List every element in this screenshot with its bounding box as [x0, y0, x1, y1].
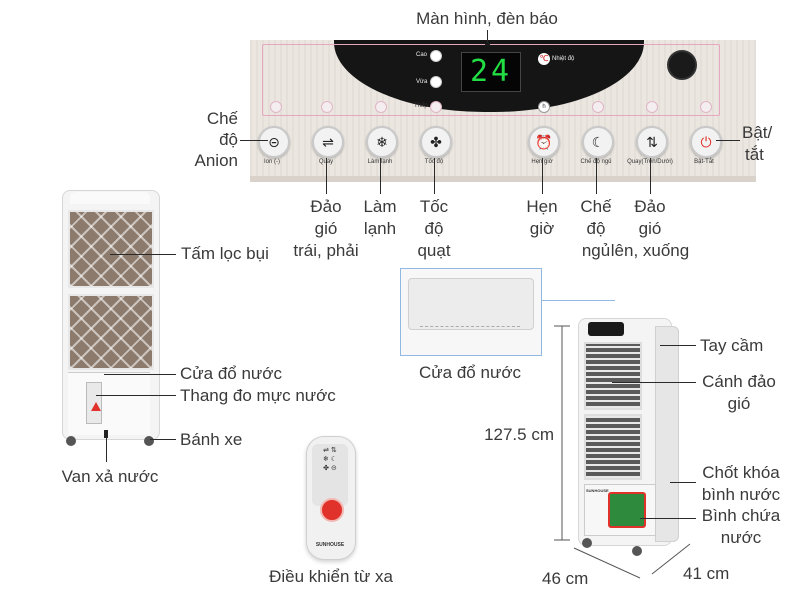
tank-rim	[420, 326, 520, 337]
dimension-lines	[554, 325, 691, 579]
tank-lock-callout-1: Chốt khóa	[702, 463, 780, 482]
swing-ud-callout-2: gió	[638, 219, 662, 238]
remote-callout: Điều khiển từ xa	[269, 567, 393, 586]
swing-lr-callout-1: Đảo	[310, 197, 342, 216]
louvers-callout-1: Cánh đảo	[702, 372, 776, 391]
angled-wheel-right	[632, 546, 642, 556]
temp-label: Nhiệt độ	[552, 56, 575, 62]
swing-ud-icon: ⇅	[646, 134, 658, 150]
fan-speed-callout-2: độ	[424, 219, 444, 238]
handle-callout: Tay cầm	[700, 336, 764, 355]
led-high-label: Cao	[416, 52, 428, 58]
front-wheel-right	[144, 436, 154, 446]
drain-valve-callout: Van xả nước	[61, 467, 159, 486]
angled-wheel-left	[582, 538, 592, 548]
fan-icon: ✤	[430, 134, 442, 150]
anion-callout-3: Anion	[194, 151, 238, 170]
snowflake-icon: ❄	[376, 134, 388, 150]
power-callout-1: Bật/	[742, 123, 773, 142]
moon-icon: ☾	[591, 134, 605, 150]
depth-dimension: 41 cm	[683, 564, 730, 583]
control-panel-band	[250, 176, 756, 182]
display-frame	[262, 44, 720, 116]
angled-cooler-panel	[588, 322, 624, 336]
anion-callout-1: Chế	[206, 109, 238, 128]
swing-lr-icon: ⇌	[322, 134, 334, 150]
front-water-tank	[68, 372, 150, 435]
sleep-callout-2: độ	[586, 219, 606, 238]
led-5	[592, 101, 604, 113]
swing-ud-callout-3: lên, xuống	[610, 241, 690, 260]
fan-speed-callout-3: quạt	[417, 241, 451, 260]
wheels-callout: Bánh xe	[180, 430, 243, 449]
fan-speed-callout-1: Tốc	[419, 197, 449, 216]
remote-button-grid	[312, 444, 348, 506]
timer-callout-2: giờ	[529, 219, 555, 238]
sleep-callout-1: Chế	[580, 197, 612, 216]
swing-lr-callout-2: gió	[314, 219, 338, 238]
timer-callout-1: Hẹn	[526, 197, 558, 216]
ion-icon: ⊝	[268, 134, 280, 150]
led-2	[321, 101, 333, 113]
swing-ud-callout-1: Đảo	[634, 197, 666, 216]
led-6	[646, 101, 658, 113]
power-callout-2: tắt	[745, 145, 764, 164]
sleep-callout-3: ngủ	[581, 241, 611, 260]
tank-lid	[408, 278, 534, 330]
led-7	[700, 101, 712, 113]
water-inlet-front-callout: Cửa đổ nước	[180, 364, 282, 383]
led-high	[430, 50, 442, 62]
led-1	[270, 101, 282, 113]
anion-callout-2: độ	[219, 130, 238, 149]
power-button-label: Bật-Tắt	[694, 159, 714, 165]
swing-lr-button[interactable]: ⇌	[312, 126, 344, 158]
led-mid-label: Vừa	[416, 79, 428, 85]
swing-ud-button[interactable]: ⇅	[636, 126, 668, 158]
led-mid	[430, 76, 442, 88]
ion-button-label: Ion (-)	[263, 159, 280, 165]
front-filter-upper	[68, 210, 154, 288]
dust-filter-callout: Tấm lọc bụi	[181, 244, 269, 263]
cooling-button[interactable]: ❄	[366, 126, 398, 158]
power-button[interactable]: ⏻	[690, 126, 722, 158]
angled-cooler-side	[655, 326, 679, 542]
lower-louvers	[584, 414, 642, 480]
ion-button[interactable]: ⊝	[258, 126, 290, 158]
thermometer-icon: ℃	[538, 53, 550, 65]
alarm-clock-icon: ⏰	[535, 134, 553, 150]
sleep-button[interactable]: ☾	[582, 126, 614, 158]
cooling-callout-2: lạnh	[363, 219, 397, 238]
front-wheel-left	[66, 436, 76, 446]
swing-lr-callout-3: trái, phải	[293, 241, 359, 260]
ir-receiver	[667, 50, 697, 80]
display-callout: Màn hình, đèn báo	[416, 9, 558, 28]
front-filter-lower	[68, 294, 154, 370]
led-low-label: Thấp	[414, 103, 428, 109]
width-dimension: 46 cm	[542, 569, 589, 588]
timer-button[interactable]: ⏰	[528, 126, 560, 158]
remote-icons: ⇌ ⇅❄ ☾✤ ⊝	[322, 447, 338, 472]
upper-louvers	[584, 342, 642, 410]
led-4	[430, 101, 442, 113]
remote-power-button[interactable]	[320, 498, 344, 522]
tank-callout-2: nước	[720, 528, 762, 547]
led-3	[375, 101, 387, 113]
warning-icon	[91, 402, 101, 411]
hour-indicator: h	[538, 101, 550, 113]
water-gauge-callout: Thang đo mực nước	[180, 386, 336, 405]
tank-lock-callout-2: bình nước	[701, 485, 781, 504]
seven-segment-display: 24	[461, 52, 521, 92]
drain-valve-knob	[104, 430, 108, 438]
louvers-callout-2: gió	[727, 394, 751, 413]
water-inlet-top-callout: Cửa đổ nước	[419, 363, 521, 382]
cooling-callout-1: Làm	[363, 197, 397, 216]
front-cooler-top	[70, 192, 150, 204]
angled-cooler-brand: SUNHOUSE	[586, 488, 609, 493]
height-dimension: 127.5 cm	[484, 425, 554, 444]
power-icon: ⏻	[700, 134, 712, 150]
fan-speed-button[interactable]: ✤	[420, 126, 452, 158]
promo-sticker	[608, 492, 646, 528]
remote-brand: SUNHOUSE	[315, 542, 345, 548]
tank-callout-1: Bình chứa	[701, 506, 781, 525]
